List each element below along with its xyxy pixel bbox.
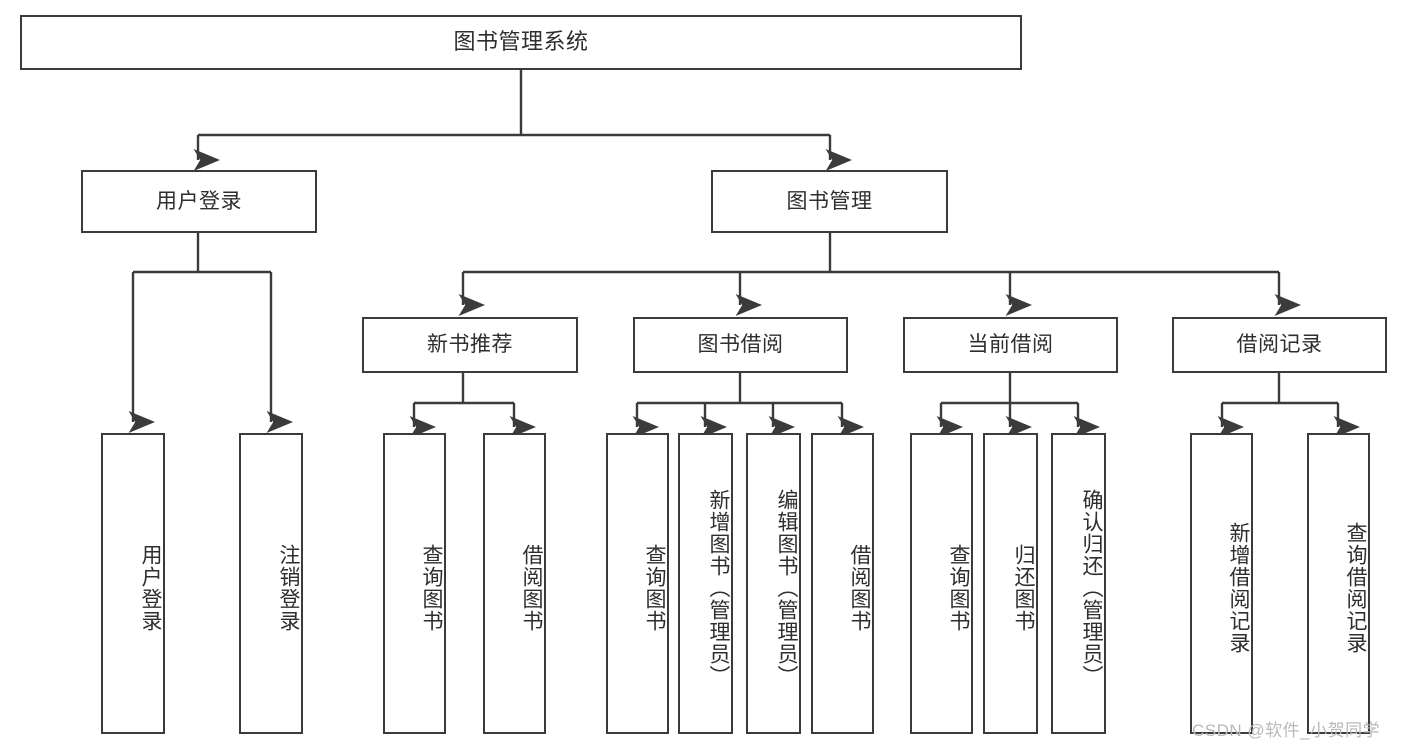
node-borrow-record[interactable]: 借阅记录 (1172, 317, 1387, 373)
leaf-borrow-book-1[interactable]: 借阅图书 (483, 433, 546, 734)
leaf-user-login[interactable]: 用户登录 (101, 433, 165, 734)
leaf-borrow-book-2[interactable]: 借阅图书 (811, 433, 874, 734)
leaf-edit-book-admin[interactable]: 编辑图书（管理员） (746, 433, 801, 734)
leaf-confirm-return-admin[interactable]: 确认归还（管理员） (1051, 433, 1106, 734)
leaf-query-book-1[interactable]: 查询图书 (383, 433, 446, 734)
leaf-query-book-3[interactable]: 查询图书 (910, 433, 973, 734)
leaf-query-borrow-record[interactable]: 查询借阅记录 (1307, 433, 1370, 734)
leaf-add-borrow-record[interactable]: 新增借阅记录 (1190, 433, 1253, 734)
leaf-return-book[interactable]: 归还图书 (983, 433, 1038, 734)
node-book-management[interactable]: 图书管理 (711, 170, 948, 233)
node-user-login[interactable]: 用户登录 (81, 170, 317, 233)
node-book-borrow[interactable]: 图书借阅 (633, 317, 848, 373)
node-current-borrow[interactable]: 当前借阅 (903, 317, 1118, 373)
leaf-logout-login[interactable]: 注销登录 (239, 433, 303, 734)
node-new-book-recommend[interactable]: 新书推荐 (362, 317, 578, 373)
leaf-add-book-admin[interactable]: 新增图书（管理员） (678, 433, 733, 734)
node-root[interactable]: 图书管理系统 (20, 15, 1022, 70)
watermark-text: CSDN @软件_小贺同学 (1192, 721, 1381, 740)
leaf-query-book-2[interactable]: 查询图书 (606, 433, 669, 734)
